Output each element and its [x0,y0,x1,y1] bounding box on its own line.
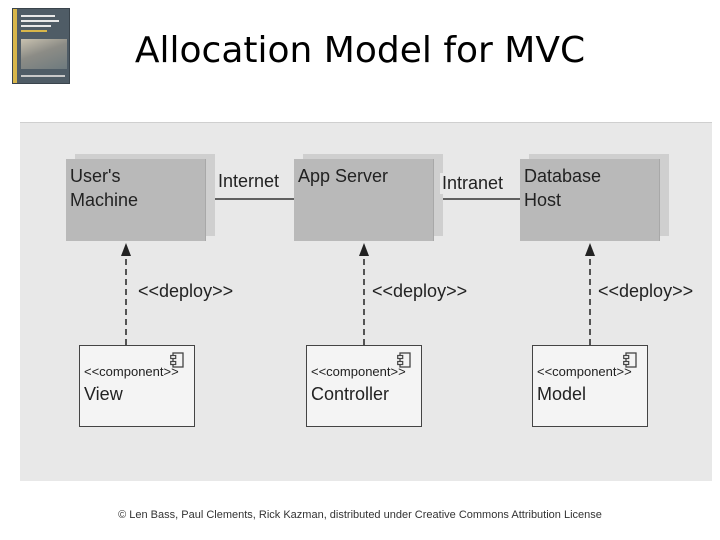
copyright-footer: © Len Bass, Paul Clements, Rick Kazman, … [118,509,602,521]
component-name: View [84,384,123,404]
node-label: User's [70,166,121,186]
deploy-label-controller: <<deploy>> [372,281,468,301]
node-users-machine: User's Machine [66,154,215,241]
component-icon [397,352,411,368]
component-icon [170,352,184,368]
component-stereotype: <<component>> [311,364,406,379]
connection-label-intranet: Intranet [440,173,506,194]
diagram-connectors [121,198,595,345]
node-label: Database [524,166,602,186]
book-cover-image [12,8,70,84]
deploy-label-model: <<deploy>> [598,281,694,301]
component-model: <<component>> Model [532,345,648,427]
slide-title: Allocation Model for MVC [134,30,586,71]
node-label: Machine [70,190,139,210]
node-database-host: Database Host [520,154,669,241]
node-label: App Server [298,166,389,186]
node-app-server: App Server [294,154,443,241]
connection-label-internet: Internet [216,171,282,192]
deploy-label-view: <<deploy>> [138,281,234,301]
component-name: Model [537,384,587,404]
node-label: Host [524,190,562,210]
component-stereotype: <<component>> [537,364,632,379]
component-controller: <<component>> Controller [306,345,422,427]
component-stereotype: <<component>> [84,364,179,379]
allocation-diagram: User's Machine App Server Database Host … [20,122,712,481]
component-view: <<component>> View [79,345,195,427]
arrowhead-controller [359,243,369,256]
component-name: Controller [311,384,390,404]
arrowhead-view [121,243,131,256]
arrowhead-model [585,243,595,256]
component-icon [623,352,637,368]
